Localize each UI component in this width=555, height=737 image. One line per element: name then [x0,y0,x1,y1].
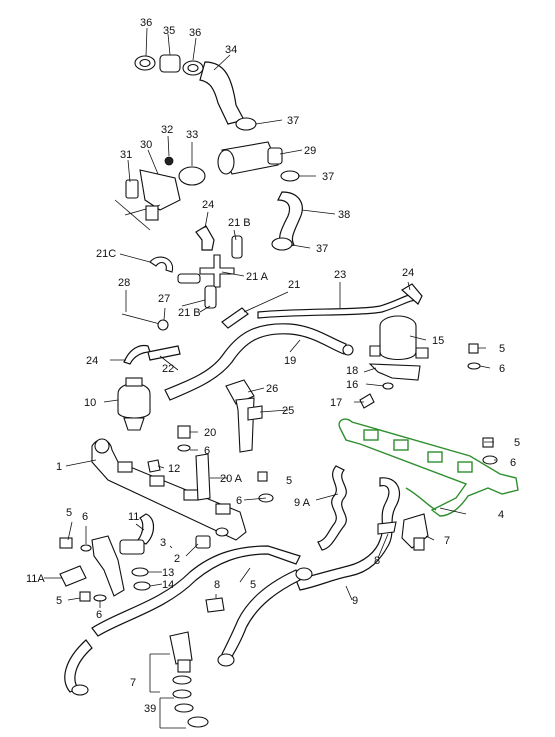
callout-15: 15 [432,335,444,347]
callout-36: 36 [140,17,152,29]
callout-14: 14 [162,579,174,591]
callout-29: 29 [304,145,316,157]
callout-8: 8 [214,579,220,591]
callout-39: 39 [144,703,156,715]
callout-11: 11 [128,511,139,523]
callout-7: 7 [130,677,136,689]
callout-4: 4 [498,509,504,521]
callout-26: 26 [266,383,278,395]
callout-5: 5 [250,579,256,591]
callout-20a: 20 A [220,473,243,485]
callout-23: 23 [334,269,346,281]
callout-5: 5 [66,507,72,519]
callout-labels: 36 35 36 34 37 32 33 30 31 29 37 38 24 2… [26,17,520,715]
callout-24: 24 [86,355,98,367]
callout-37: 37 [316,243,328,255]
callout-13: 13 [162,567,174,579]
callout-27: 27 [158,293,170,305]
callout-33: 33 [186,129,198,141]
callout-6: 6 [236,495,242,507]
injector-stack [149,631,209,729]
callout-20: 20 [204,427,216,439]
callout-3: 3 [160,537,166,549]
callout-37: 37 [287,115,299,127]
callout-21c: 21C [96,248,116,260]
callout-6: 6 [96,609,102,621]
callout-25: 25 [282,405,294,417]
callout-19: 19 [284,355,296,367]
callout-5: 5 [499,343,505,355]
callout-5: 5 [514,437,520,449]
callout-6: 6 [82,511,88,523]
main-supply-hose [164,315,481,409]
left-lower-fittings [59,513,301,696]
coiled-fuel-hose [217,465,429,667]
pressure-regulator [117,377,263,453]
callout-7: 7 [444,535,450,547]
callout-18: 18 [346,365,358,377]
callout-21a: 21 A [246,271,269,283]
connector-hoses [121,225,423,365]
callout-2: 2 [174,553,180,565]
callout-32: 32 [161,124,173,136]
callout-1: 1 [56,461,62,473]
callout-22: 22 [162,363,174,375]
callout-30: 30 [140,139,152,151]
callout-31: 31 [120,149,132,161]
callout-37: 37 [322,171,334,183]
fuel-rail-left [91,425,274,549]
callout-6: 6 [499,363,505,375]
callout-6: 6 [510,457,516,469]
callout-11a: 11A [26,573,45,585]
callout-5: 5 [286,475,292,487]
callout-9: 9 [352,595,358,607]
callout-6: 6 [204,445,210,457]
callout-34: 34 [225,44,237,56]
callout-28: 28 [118,277,130,289]
callout-35: 35 [163,25,175,37]
callout-8: 8 [374,555,380,567]
top-hose-assembly [114,54,303,251]
callout-16: 16 [346,379,358,391]
callout-12: 12 [168,463,180,475]
callout-17: 17 [330,397,342,409]
callout-21: 21 [288,279,300,291]
callout-10: 10 [84,397,96,409]
callout-9a: 9 A [294,497,311,509]
callout-5: 5 [56,595,62,607]
callout-21b: 21 B [228,217,251,229]
fuel-rail-right-highlighted [338,418,519,517]
callout-21b: 21 B [178,307,201,319]
callout-24: 24 [202,199,214,211]
leader-lines [44,27,496,608]
callout-24: 24 [402,267,414,279]
callout-38: 38 [338,209,350,221]
callout-36: 36 [189,27,201,39]
